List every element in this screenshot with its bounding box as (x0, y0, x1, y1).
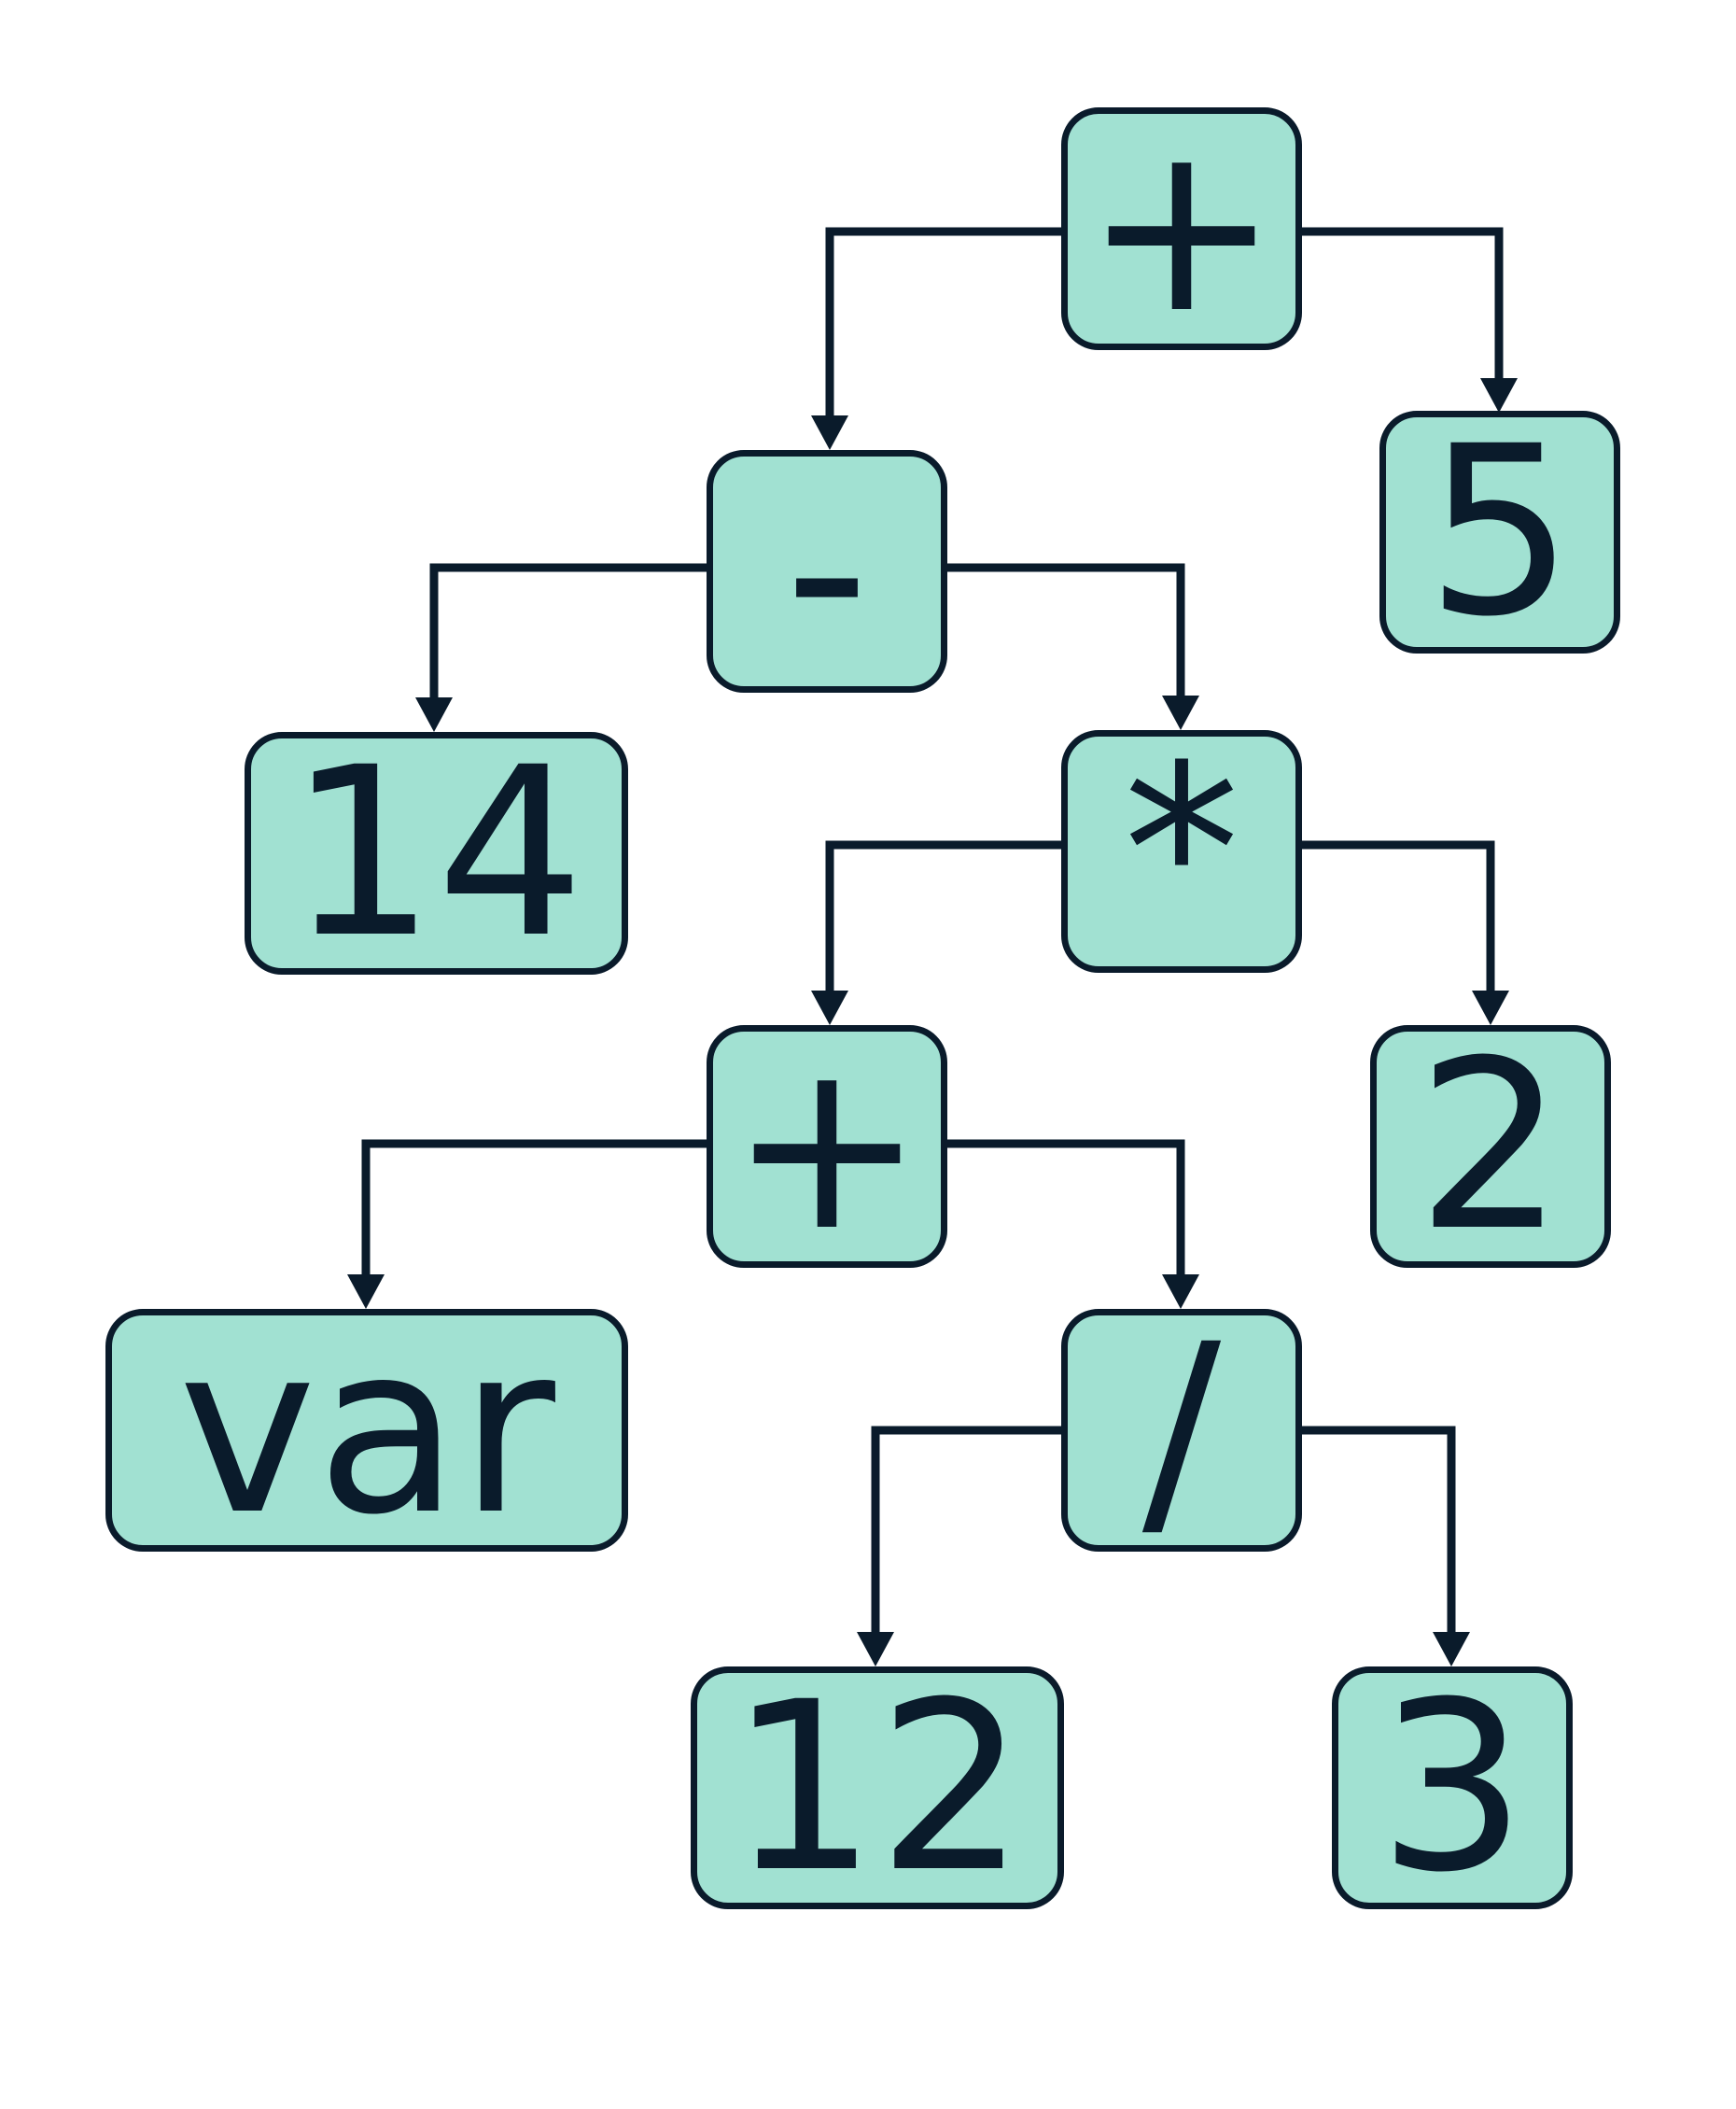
edge-line (1302, 840, 1495, 1003)
node-label: * (1123, 715, 1240, 987)
edge-divide-to-three (1302, 1426, 1470, 1666)
edge-minus-to-fourteen (415, 563, 707, 732)
edge-line (1302, 1426, 1456, 1644)
arrowhead-icon (1472, 991, 1509, 1025)
node-label: + (1084, 92, 1280, 364)
edge-line (1302, 227, 1504, 390)
node-inner-plus: + (707, 1025, 947, 1268)
node-three: 3 (1332, 1666, 1573, 1909)
edge-line (947, 1139, 1185, 1286)
edge-line (947, 563, 1185, 708)
node-divide: / (1061, 1309, 1302, 1552)
arrowhead-icon (1433, 1632, 1470, 1666)
node-label: / (1141, 1294, 1222, 1566)
edge-divide-to-twelve (857, 1426, 1061, 1666)
arrowhead-icon (347, 1274, 385, 1309)
edge-line (429, 563, 707, 710)
node-twelve: 12 (691, 1666, 1064, 1909)
edge-line (825, 227, 1061, 428)
node-var: var (105, 1309, 628, 1552)
node-root-plus: + (1061, 107, 1302, 350)
edge-inner-plus-to-divide (947, 1139, 1199, 1309)
node-two: 2 (1370, 1025, 1611, 1268)
node-label: 5 (1425, 396, 1575, 668)
edge-times-to-two (1302, 840, 1509, 1025)
node-five: 5 (1379, 411, 1620, 654)
node-label: - (784, 435, 870, 707)
arrowhead-icon (857, 1632, 894, 1666)
node-minus: - (707, 450, 947, 693)
edge-times-to-inner-plus (811, 840, 1061, 1025)
edge-line (871, 1426, 1061, 1644)
node-label: 12 (728, 1652, 1027, 1923)
node-label: 3 (1378, 1652, 1527, 1923)
node-fourteen: 14 (245, 732, 628, 975)
edge-minus-to-times (947, 563, 1199, 730)
arrowhead-icon (811, 991, 848, 1025)
arrowhead-icon (1162, 696, 1199, 730)
node-times: * (1061, 730, 1302, 973)
arrowhead-icon (1480, 378, 1518, 413)
arrowhead-icon (811, 415, 848, 450)
edge-line (825, 840, 1061, 1003)
node-label: var (178, 1294, 555, 1566)
arrowhead-icon (415, 697, 453, 732)
node-label: + (729, 1010, 925, 1282)
edge-line (361, 1139, 707, 1286)
arrowhead-icon (1162, 1274, 1199, 1309)
node-label: 2 (1416, 1010, 1565, 1282)
edge-inner-plus-to-var (347, 1139, 707, 1309)
edge-root-plus-to-minus (811, 227, 1061, 450)
edge-root-plus-to-five (1302, 227, 1518, 413)
node-label: 14 (287, 717, 585, 989)
